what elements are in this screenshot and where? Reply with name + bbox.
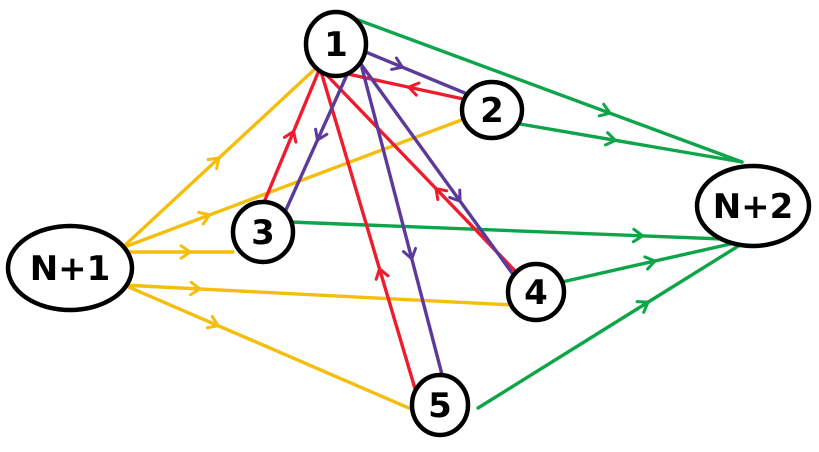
edge-1-to-nplus-2	[340, 12, 744, 164]
node-nplus-1: N+1	[5, 223, 135, 313]
arrowhead-icon	[197, 210, 211, 226]
edge-3-to-nplus-2	[288, 220, 750, 244]
arrowhead-icon	[643, 255, 657, 271]
edge-nplus-1-to-4	[120, 280, 514, 307]
edge-1-to-3	[283, 66, 352, 214]
edge-line	[356, 58, 522, 286]
edge-1-to-4	[356, 58, 522, 286]
arrowhead-icon	[635, 300, 650, 314]
arrowhead-icon	[314, 127, 329, 142]
edge-line	[476, 238, 750, 410]
edge-line	[318, 66, 522, 278]
edge-1-to-5	[360, 66, 447, 388]
node-circle	[459, 79, 525, 141]
arrowhead-icon	[374, 267, 390, 281]
edge-3-to-1	[263, 66, 322, 202]
arrowhead-icon	[189, 280, 202, 297]
nodes-layer: N+1 1 2 3 4 5 N+2	[5, 9, 812, 438]
node-label: 2	[480, 91, 504, 131]
edge-5-to-nplus-2	[476, 238, 750, 410]
node-label: 1	[324, 25, 348, 65]
edge-4-to-1	[318, 66, 522, 278]
node-label: 4	[524, 273, 548, 313]
node-circle	[230, 199, 296, 265]
edge-line	[263, 66, 322, 202]
edge-nplus-1-to-1	[120, 66, 318, 250]
edge-line	[360, 66, 447, 388]
node-nplus-2: N+2	[694, 163, 812, 249]
edge-line	[340, 12, 744, 164]
node-2: 2	[459, 79, 525, 141]
edge-line	[288, 220, 750, 242]
node-label: N+1	[30, 249, 111, 289]
edge-2-to-nplus-2	[518, 122, 744, 164]
arrowhead-icon	[407, 81, 421, 97]
edge-4-to-nplus-2	[560, 238, 750, 284]
arrowhead-icon	[205, 314, 220, 330]
edges-layer	[120, 12, 750, 414]
node-label: 5	[428, 386, 452, 426]
arrowhead-icon	[206, 156, 221, 171]
node-circle	[694, 163, 812, 249]
node-circle	[5, 223, 135, 313]
node-circle	[303, 9, 369, 79]
node-1: 1	[303, 9, 369, 79]
edge-line	[318, 66, 418, 394]
arrowhead-icon	[434, 187, 449, 201]
arrowhead-icon	[390, 56, 404, 71]
edge-5-to-1	[318, 66, 418, 394]
arrowhead-icon	[631, 227, 645, 244]
edge-1-to-2	[354, 46, 474, 98]
arrowhead-icon	[179, 244, 192, 260]
arrowhead-icon	[401, 246, 418, 261]
node-label: N+2	[713, 187, 794, 227]
node-circle	[409, 372, 471, 438]
node-4: 4	[505, 261, 567, 323]
arrowhead-icon	[597, 102, 612, 118]
edge-line	[122, 283, 420, 414]
edge-nplus-1-to-3	[124, 244, 235, 260]
arrowhead-icon	[603, 131, 617, 147]
node-circle	[505, 261, 567, 323]
edge-nplus-1-to-5	[122, 283, 420, 414]
edge-line	[354, 46, 474, 98]
edge-line	[518, 122, 744, 164]
edge-line	[120, 283, 514, 307]
node-3: 3	[230, 199, 296, 265]
arrowhead-icon	[448, 188, 462, 203]
node-5: 5	[409, 372, 471, 438]
node-label: 3	[251, 213, 275, 253]
arrowhead-icon	[282, 129, 298, 144]
